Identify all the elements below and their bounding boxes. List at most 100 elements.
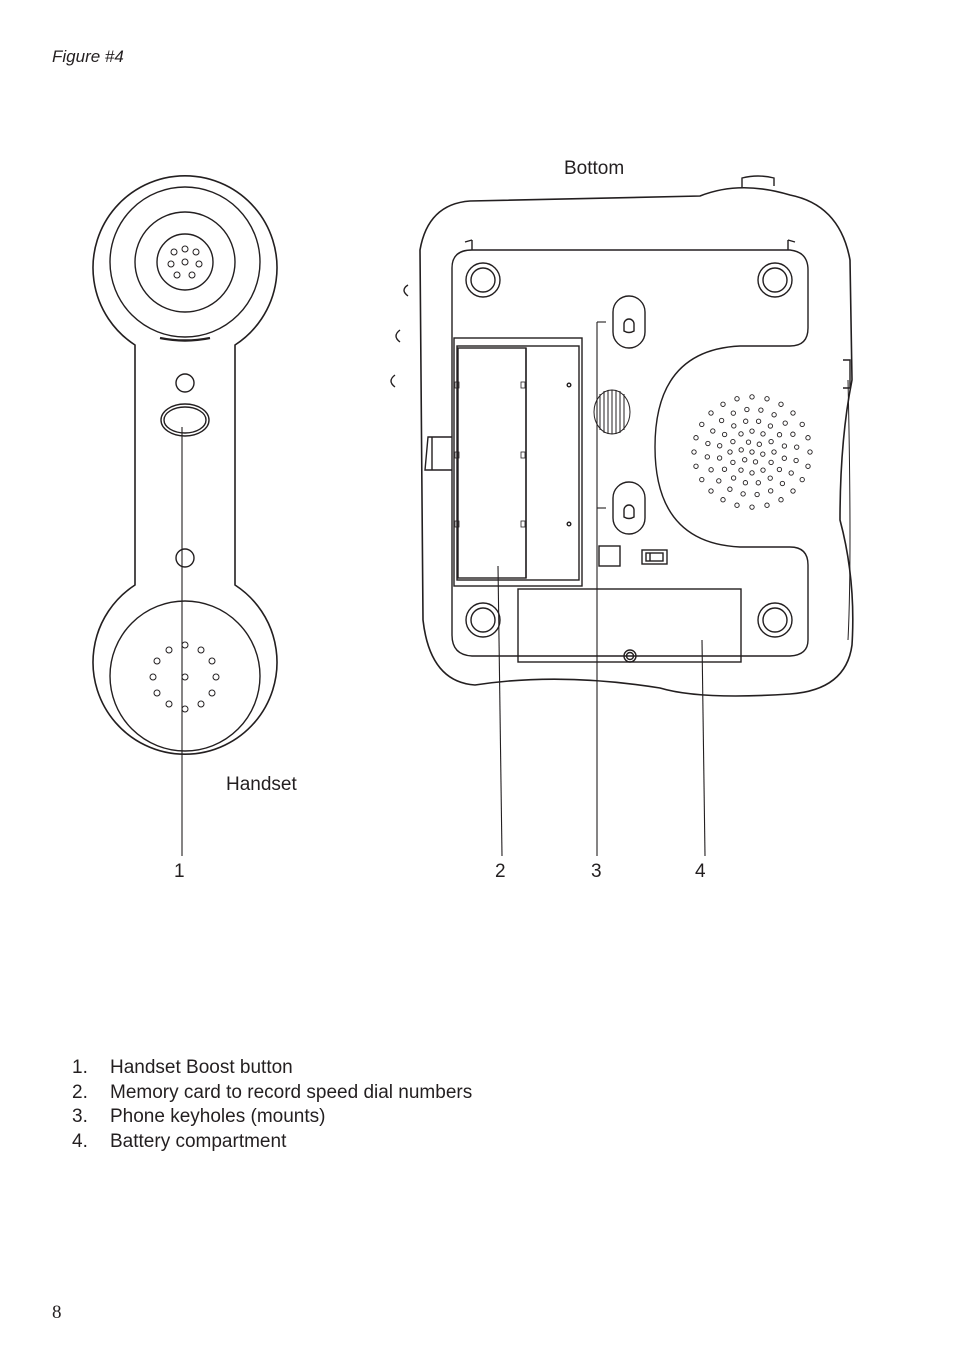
speaker-hole xyxy=(749,504,755,510)
speaker-hole xyxy=(716,478,722,484)
speaker-hole xyxy=(749,470,755,476)
speaker-hole xyxy=(782,420,788,426)
speaker-hole xyxy=(799,476,805,483)
speaker-hole xyxy=(754,491,760,498)
speaker-hole xyxy=(807,449,813,455)
speaker-hole xyxy=(758,407,764,413)
speaker-hole xyxy=(749,449,755,455)
speaker-hole xyxy=(730,438,736,445)
earpiece-holes xyxy=(167,245,203,279)
speaker-hole xyxy=(799,421,805,428)
speaker-hole xyxy=(793,457,799,464)
callout-number: 3 xyxy=(591,861,602,882)
speaker-hole xyxy=(767,423,774,429)
figure-caption: Figure #4 xyxy=(52,47,124,66)
speaker-hole xyxy=(805,463,811,469)
memory-card-tray xyxy=(453,337,583,587)
speaker-hole xyxy=(738,447,744,453)
speaker-hole xyxy=(767,475,773,481)
mouthpiece-holes xyxy=(149,641,220,713)
speaker-hole xyxy=(710,428,716,434)
speaker-hole xyxy=(727,486,733,492)
jack-port xyxy=(598,545,621,567)
speaker-hole xyxy=(776,466,783,473)
speaker-hole xyxy=(730,410,736,416)
legend-number: 3. xyxy=(72,1106,88,1127)
speaker-hole xyxy=(776,432,783,438)
speaker-hole xyxy=(760,451,766,457)
keyhole-icon xyxy=(612,295,646,349)
keyhole-icon xyxy=(612,481,646,535)
speaker-hole xyxy=(790,431,796,437)
speaker-hole xyxy=(781,455,787,461)
speaker-hole xyxy=(740,491,746,497)
speaker-hole xyxy=(755,418,762,424)
legend-item: 4. Battery compartment xyxy=(72,1130,472,1155)
speaker-hole xyxy=(743,418,749,424)
speaker-hole xyxy=(752,459,759,465)
speaker-hole xyxy=(778,497,784,503)
speaker-hole xyxy=(730,459,736,466)
speaker-hole xyxy=(768,459,774,466)
speaker-hole xyxy=(779,480,786,487)
speaker-hole xyxy=(781,443,788,449)
handset-illustration xyxy=(92,174,278,756)
speaker-hole xyxy=(805,435,811,441)
speaker-hole xyxy=(718,417,725,424)
speaker-hole xyxy=(727,449,733,455)
callout-number: 1 xyxy=(174,861,185,882)
speaker-hole xyxy=(705,440,711,447)
speaker-hole xyxy=(693,463,699,469)
speaker-hole xyxy=(720,497,726,503)
speaker-hole xyxy=(738,467,744,473)
screw-wells xyxy=(465,262,793,638)
speaker-hole xyxy=(721,466,728,472)
speaker-hole xyxy=(704,454,710,460)
speaker-hole xyxy=(708,467,714,473)
speaker-hole xyxy=(756,441,762,447)
speaker-hole xyxy=(760,467,766,473)
speaker-hole xyxy=(742,480,749,486)
speaker-hole xyxy=(699,421,705,428)
battery-compartment-cover xyxy=(517,588,742,663)
speaker-hole xyxy=(720,401,726,407)
speaker-hole xyxy=(738,431,744,437)
legend-number: 1. xyxy=(72,1057,88,1078)
parts-legend: 1.Handset Boost button 2.Memory card to … xyxy=(72,1056,472,1154)
callout-number: 2 xyxy=(495,861,506,882)
legend-item: 2. Memory card to record speed dial numbe… xyxy=(72,1081,472,1106)
handset-boost-button-icon xyxy=(160,403,210,437)
page-number: 8 xyxy=(52,1302,62,1323)
speaker-hole xyxy=(788,470,794,476)
speaker-hole xyxy=(760,431,766,437)
speaker-hole xyxy=(768,488,774,494)
speaker-hole xyxy=(731,423,737,429)
speaker-hole xyxy=(716,455,723,461)
speaker-hole xyxy=(764,396,770,402)
callout-number: 4 xyxy=(695,861,706,882)
speaker-hole xyxy=(699,476,705,483)
speaker-hole xyxy=(778,401,784,407)
speaker-hole xyxy=(734,396,740,402)
speaker-hole xyxy=(794,444,800,450)
phone-bottom-illustration xyxy=(390,175,854,697)
speaker-hole xyxy=(717,443,723,449)
legend-text: Memory card to record speed dial numbers xyxy=(110,1081,473,1103)
speaker-hole xyxy=(755,480,761,486)
speaker-hole xyxy=(771,412,777,418)
speaker-hole xyxy=(742,457,748,463)
speaker-hole xyxy=(691,449,697,455)
legend-number: 4. xyxy=(72,1130,88,1152)
legend-number: 2. xyxy=(72,1081,88,1103)
speaker-hole xyxy=(744,406,750,413)
handset-label: Handset xyxy=(226,774,297,795)
speaker-hole xyxy=(693,435,699,441)
speaker-hole xyxy=(708,410,714,416)
legend-text: Phone keyholes (mounts) xyxy=(110,1106,326,1127)
legend-text: Battery compartment xyxy=(110,1130,287,1152)
speaker-hole xyxy=(771,449,777,455)
speaker-hole xyxy=(764,502,770,508)
ringer-grille xyxy=(593,389,631,435)
speaker-hole xyxy=(730,475,737,481)
